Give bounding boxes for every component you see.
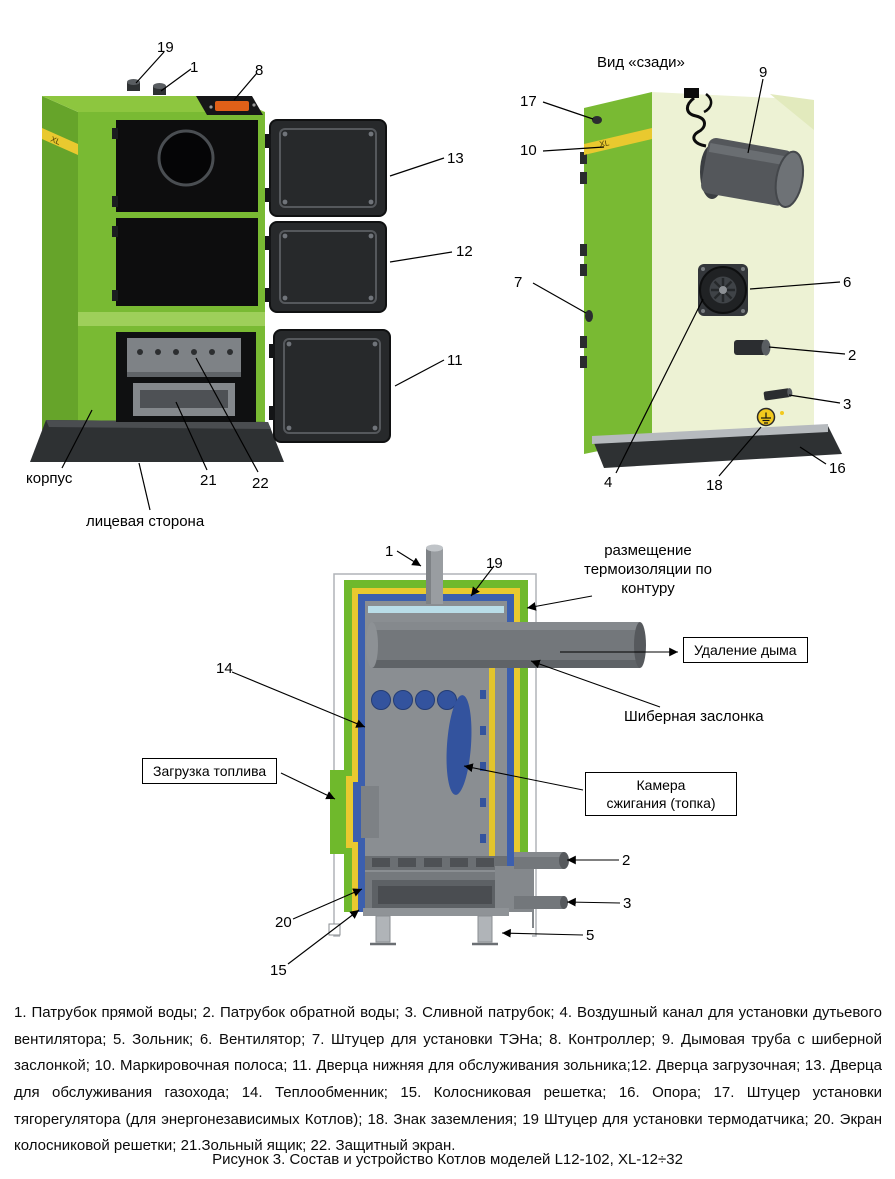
rear-side-panel bbox=[584, 92, 652, 454]
door-gas-duct bbox=[265, 119, 387, 217]
rear-marking-stripe bbox=[584, 128, 652, 155]
front-view-drawing: XL bbox=[30, 51, 453, 511]
callout-sec-1: 1 bbox=[385, 543, 394, 560]
callout-front-12: 12 bbox=[456, 243, 473, 260]
combustion-chamber-label: Камера сжигания (топка) bbox=[585, 772, 737, 817]
grate bbox=[365, 856, 507, 870]
rear-marking-stripe-text: XL bbox=[599, 138, 611, 149]
boiler-base-lip bbox=[46, 420, 271, 429]
damper-label: Шиберная заслонка bbox=[624, 708, 764, 725]
rear-base-stripe bbox=[592, 424, 828, 444]
smoke-tube bbox=[366, 622, 646, 668]
callout-sec-3: 3 bbox=[623, 895, 632, 912]
marking-stripe-text: XL bbox=[49, 135, 62, 147]
callout-sec-19: 19 bbox=[486, 555, 503, 572]
loading-opening bbox=[116, 218, 258, 306]
insulation-note: размещение термоизоляции по контуру bbox=[584, 542, 712, 597]
callout-front-22: 22 bbox=[252, 475, 269, 492]
ash-box bbox=[133, 383, 235, 416]
callout-sec-14: 14 bbox=[216, 660, 233, 677]
controller bbox=[196, 96, 263, 115]
callout-rear-10: 10 bbox=[520, 142, 537, 159]
section-return-pipe bbox=[514, 852, 569, 869]
callout-rear-4: 4 bbox=[604, 474, 613, 491]
thermo-sensor-fitting bbox=[127, 79, 140, 91]
callout-sec-5: 5 bbox=[586, 927, 595, 944]
section-top-water-strip bbox=[368, 606, 504, 613]
grounding-sign bbox=[756, 407, 784, 427]
callout-front-13: 13 bbox=[447, 150, 464, 167]
power-cable bbox=[684, 88, 713, 148]
callout-rear-3: 3 bbox=[843, 396, 852, 413]
door-ash bbox=[269, 329, 391, 443]
controller-display bbox=[215, 101, 249, 111]
callout-rear-9: 9 bbox=[759, 64, 768, 81]
rear-chamfer bbox=[770, 94, 814, 130]
section-leaders bbox=[231, 550, 678, 965]
return-pipe bbox=[734, 339, 771, 356]
boiler-side-panel bbox=[42, 96, 78, 430]
rear-view-title: Вид «сзади» bbox=[597, 54, 685, 71]
door-loading bbox=[265, 221, 387, 313]
sensor-box bbox=[328, 923, 341, 936]
bottom-plate bbox=[363, 908, 509, 916]
callout-front-11: 11 bbox=[447, 352, 463, 369]
rear-view-leaders bbox=[532, 78, 846, 477]
draft-regulator-fitting bbox=[592, 116, 602, 124]
callout-front-1: 1 bbox=[190, 59, 199, 76]
korpus-label: корпус bbox=[26, 470, 73, 487]
front-ledge bbox=[78, 312, 265, 326]
section-drain-pipe bbox=[514, 896, 568, 909]
heat-exchanger-tubes bbox=[371, 690, 457, 710]
callout-rear-16: 16 bbox=[829, 460, 846, 477]
fuel-loading-label: Загрузка топлива bbox=[142, 758, 278, 785]
callout-rear-6: 6 bbox=[843, 274, 852, 291]
marking-stripe bbox=[42, 128, 78, 155]
fan bbox=[698, 264, 748, 316]
callout-front-21: 21 bbox=[200, 472, 217, 489]
callout-front-8: 8 bbox=[255, 62, 264, 79]
flue-hole bbox=[157, 129, 215, 187]
loading-port bbox=[330, 770, 379, 854]
callout-sec-15: 15 bbox=[270, 962, 287, 979]
heater-fitting bbox=[585, 310, 593, 322]
chimney-pipe bbox=[701, 138, 805, 208]
rear-view-drawing: XL bbox=[532, 78, 846, 477]
legs bbox=[370, 915, 498, 946]
ash-zone bbox=[365, 872, 507, 912]
parts-legend: 1. Патрубок прямой воды; 2. Патрубок обр… bbox=[14, 1004, 882, 1155]
front-side-label: лицевая сторона bbox=[86, 513, 205, 530]
front-view-leaders bbox=[61, 51, 453, 511]
supply-water-fitting bbox=[153, 83, 166, 95]
protective-screen bbox=[127, 338, 241, 377]
callout-rear-2: 2 bbox=[848, 347, 857, 364]
drain-pipe bbox=[763, 388, 793, 401]
callout-rear-18: 18 bbox=[706, 477, 723, 494]
figure-caption: Рисунок 3. Состав и устройство Котлов мо… bbox=[212, 1151, 683, 1168]
callout-rear-7: 7 bbox=[514, 274, 523, 291]
callout-sec-20: 20 bbox=[275, 914, 292, 931]
callout-rear-17: 17 bbox=[520, 93, 537, 110]
boiler-base bbox=[30, 420, 284, 462]
smoke-removal-label: Удаление дыма bbox=[683, 637, 808, 664]
section-view-drawing bbox=[231, 544, 678, 965]
callout-front-19: 19 bbox=[157, 39, 174, 56]
supply-stub-pipe bbox=[426, 544, 443, 604]
callout-sec-2: 2 bbox=[622, 852, 631, 869]
